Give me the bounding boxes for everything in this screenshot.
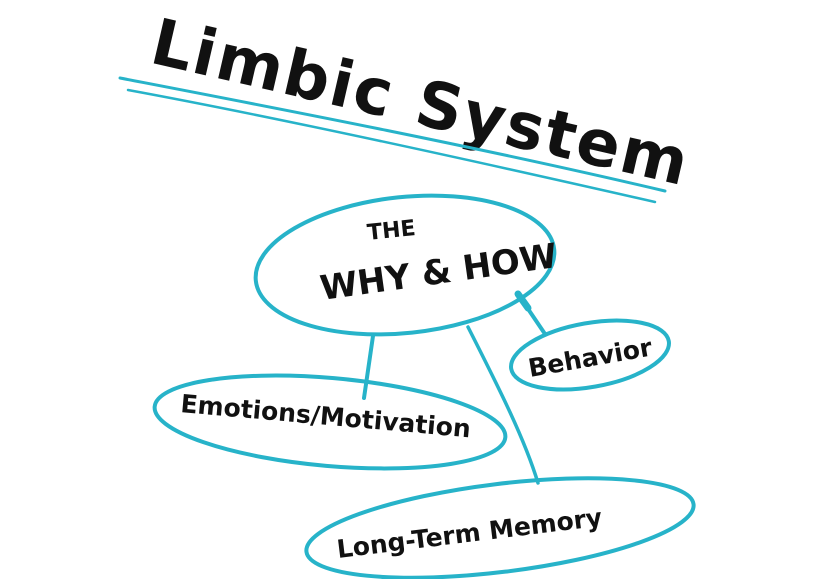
behavior-node: Behavior: [509, 318, 671, 392]
title-underline-stroke-1: [118, 76, 667, 193]
title-underline: [118, 76, 667, 204]
center-node-line-1: THE: [366, 216, 417, 246]
emotions-node: Emotions/Motivation: [152, 373, 508, 471]
center-node-ellipse: [253, 193, 557, 337]
memory-node-label: Long-Term Memory: [335, 503, 604, 564]
connector-center-emotions: [362, 334, 375, 400]
center-node: THE WHY & HOW: [253, 193, 560, 337]
connectors: [362, 290, 547, 485]
connector-center-memory: [466, 325, 540, 485]
connector-center-behavior-knob: [514, 290, 532, 312]
memory-node-ellipse: [304, 476, 696, 579]
behavior-node-ellipse: [509, 318, 671, 392]
emotions-node-ellipse: [152, 373, 508, 471]
memory-node: Long-Term Memory: [304, 476, 696, 579]
diagram-title: Limbic System: [144, 5, 697, 201]
title-underline-stroke-2: [126, 88, 657, 204]
emotions-node-label: Emotions/Motivation: [179, 389, 471, 443]
